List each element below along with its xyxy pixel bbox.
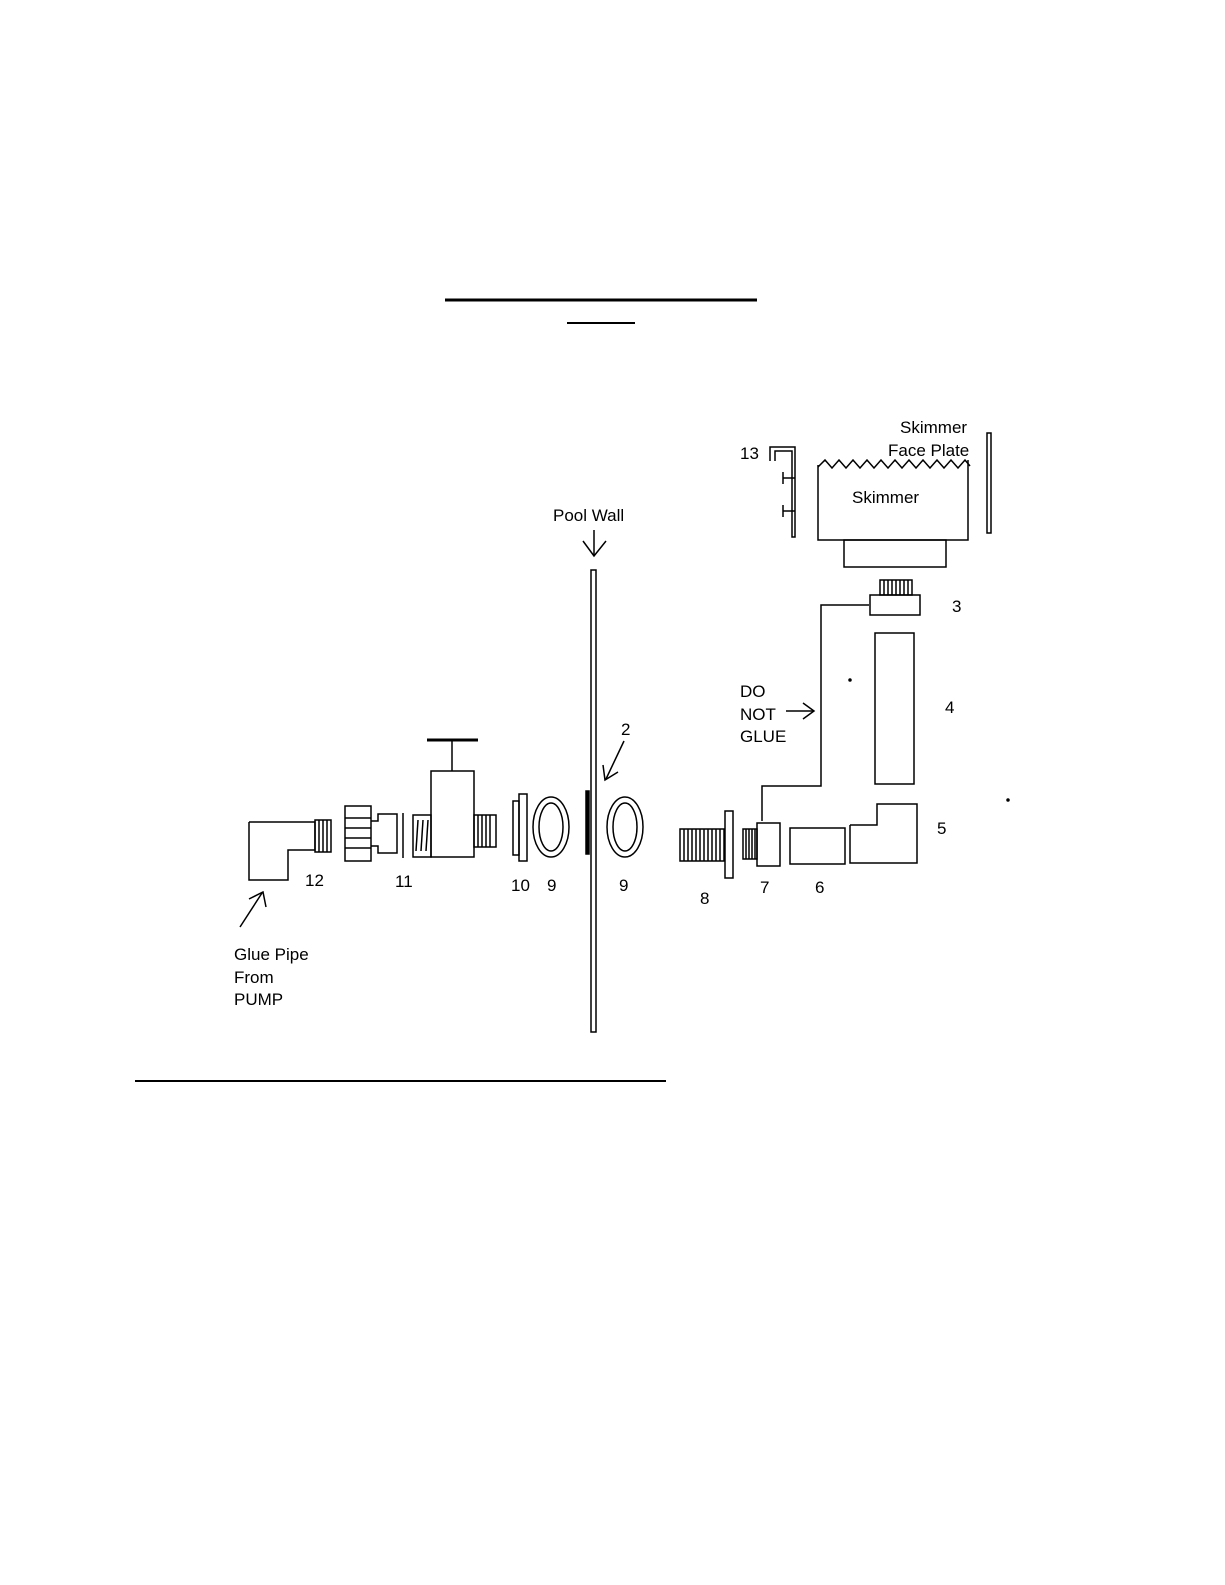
part-6-number: 6 <box>815 878 824 897</box>
part-7-number: 7 <box>760 878 769 897</box>
face-plate-label-line2: Face Plate <box>888 441 969 460</box>
part-10-flange <box>513 794 527 861</box>
part-4-number: 4 <box>945 698 954 717</box>
pool-wall <box>591 570 596 1032</box>
part-5-number: 5 <box>937 819 946 838</box>
part-2-plate <box>586 791 589 854</box>
do-not-glue-line3: GLUE <box>740 727 786 746</box>
skimmer-label: Skimmer <box>852 488 919 507</box>
do-not-glue-arrow-icon <box>786 703 814 719</box>
pool-wall-label: Pool Wall <box>553 506 624 525</box>
do-not-glue-line1: DO <box>740 682 766 701</box>
part-13-number: 13 <box>740 444 759 463</box>
part-9-gasket-left <box>533 797 569 857</box>
do-not-glue-leader <box>762 605 869 821</box>
part-4-pipe <box>875 633 914 784</box>
part-8-fitting <box>680 811 733 878</box>
part-10-number: 10 <box>511 876 530 895</box>
skimmer-body <box>818 460 970 567</box>
pool-wall-arrow-icon <box>583 530 606 556</box>
glue-pipe-label-line3: PUMP <box>234 990 283 1009</box>
part-8-number: 8 <box>700 889 709 908</box>
part-9-left-number: 9 <box>547 876 556 895</box>
glue-pipe-label-line1: Glue Pipe <box>234 945 309 964</box>
part-9-right-number: 9 <box>619 876 628 895</box>
part-2-arrow-icon <box>603 741 624 780</box>
do-not-glue-line2: NOT <box>740 705 776 724</box>
part-3-adapter <box>870 580 920 615</box>
skimmer-face-plate <box>987 433 991 533</box>
face-plate-label-line1: Skimmer <box>900 418 967 437</box>
part-13-bracket <box>770 447 795 537</box>
part-9-gasket-right <box>607 797 643 857</box>
stray-dot <box>1007 799 1009 801</box>
part-11-number: 11 <box>395 872 413 891</box>
glue-pipe-label-line2: From <box>234 968 274 987</box>
part-7-adapter <box>743 823 780 866</box>
part-6-pipe <box>790 828 845 864</box>
glue-pipe-arrow-icon <box>240 892 266 927</box>
part-5-elbow <box>850 804 917 863</box>
part-11-valve <box>345 740 496 861</box>
part-3-number: 3 <box>952 597 961 616</box>
stray-dot <box>849 679 851 681</box>
part-12-number: 12 <box>305 871 324 890</box>
part-2-number: 2 <box>621 720 630 739</box>
